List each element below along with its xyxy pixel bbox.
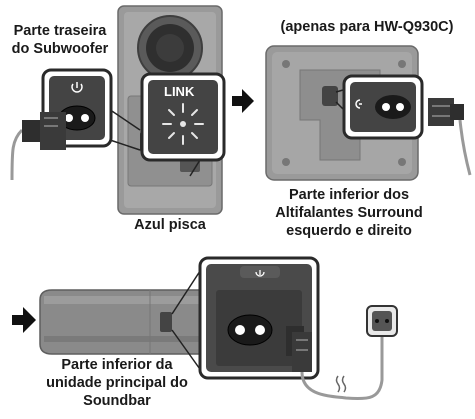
blue-blink-label: Azul pisca <box>134 217 206 233</box>
soundbar-bottom-label: Parte inferior da unidade principal do S… <box>46 357 188 409</box>
link-blink-icon <box>162 103 204 145</box>
power-cord-icon <box>428 98 472 176</box>
surround-bottom-label: Parte inferior dos Altifalantes Surround… <box>275 187 423 239</box>
subwoofer-rear-label: Parte traseira do Subwoofer <box>11 23 109 57</box>
power-cord-icon <box>286 326 384 401</box>
model-note-label: (apenas para HW-Q930C) <box>280 19 454 35</box>
power-cord-icon <box>10 112 66 181</box>
link-button-label: LINK <box>164 84 195 99</box>
link-zoom <box>140 72 226 177</box>
soundbar-bottom <box>39 289 209 355</box>
power-symbol-icon <box>71 82 83 93</box>
arrow-right-icon <box>12 307 36 333</box>
soundbar-power-zoom <box>171 256 320 380</box>
wall-outlet-icon <box>366 305 398 337</box>
surround-power-zoom <box>335 74 424 140</box>
arrow-right-icon <box>232 89 254 113</box>
